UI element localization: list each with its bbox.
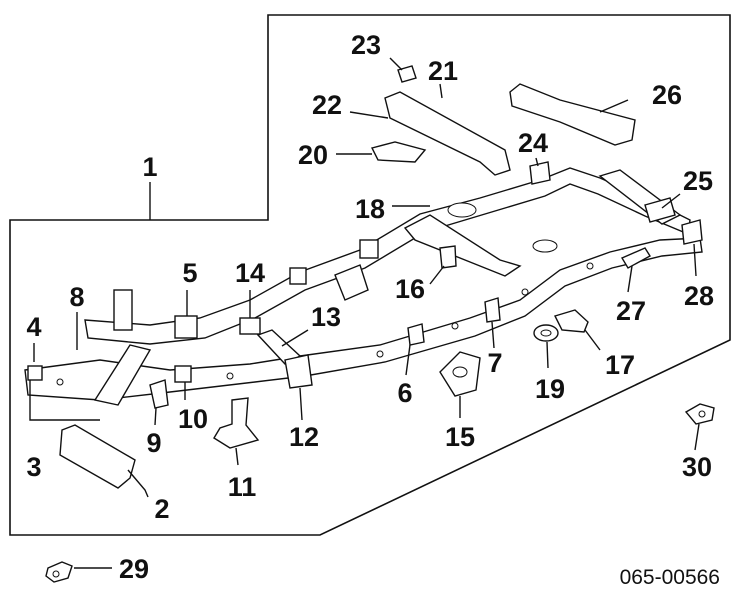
bracket-6 <box>407 323 425 346</box>
clip-23 <box>397 65 417 83</box>
crossmember-13 <box>256 329 302 365</box>
callout-21: 21 <box>428 56 458 86</box>
bracket-28 <box>681 219 703 245</box>
rail-hole <box>586 262 594 270</box>
front-crossmember <box>93 344 152 406</box>
callout-12: 12 <box>289 422 319 452</box>
clip-30-hole <box>698 410 706 418</box>
callout-25: 25 <box>683 166 713 196</box>
callout-17: 17 <box>605 350 635 380</box>
plate-26 <box>509 83 636 146</box>
mount-11 <box>213 397 260 449</box>
bracket-9 <box>149 379 169 409</box>
callout-19: 19 <box>535 374 565 404</box>
bracket-upper-2 <box>359 239 379 259</box>
callout-28: 28 <box>684 281 714 311</box>
clip-29-hole <box>52 570 60 578</box>
callout-1: 1 <box>142 152 157 182</box>
front-bumper-reinforcement <box>59 424 136 489</box>
callout-30: 30 <box>682 452 712 482</box>
mount-15-hole <box>452 366 468 378</box>
leader-lines <box>29 57 700 569</box>
callout-29: 29 <box>119 554 149 584</box>
callout-5: 5 <box>182 258 197 288</box>
bracket-8 <box>113 289 133 331</box>
callout-16: 16 <box>395 274 425 304</box>
bracket-7 <box>484 297 501 323</box>
callout-11: 11 <box>228 472 257 502</box>
callout-26: 26 <box>652 80 682 110</box>
callout-27: 27 <box>616 296 646 326</box>
bracket-24 <box>529 161 551 185</box>
bracket-4 <box>27 365 43 381</box>
callout-7: 7 <box>487 348 502 378</box>
callout-labels: 1 2 3 4 5 6 7 8 9 10 11 12 13 14 15 16 1… <box>26 30 714 584</box>
callout-13: 13 <box>311 302 341 332</box>
bracket-10 <box>174 365 192 383</box>
callout-4: 4 <box>26 312 41 342</box>
rail-hole <box>521 288 529 296</box>
bracket-14 <box>239 317 261 335</box>
reinforcement-21-22 <box>384 91 511 176</box>
bracket-16 <box>439 245 457 269</box>
clip-29 <box>45 561 73 583</box>
bracket-17 <box>554 309 589 333</box>
callout-24: 24 <box>518 128 548 158</box>
crossmember-18-boss <box>447 202 477 218</box>
bracket-20 <box>370 141 427 163</box>
callout-8: 8 <box>69 282 84 312</box>
callout-10: 10 <box>178 404 208 434</box>
bracket-5 <box>174 315 198 339</box>
grommet-19-center <box>540 329 552 337</box>
callout-20: 20 <box>298 140 328 170</box>
crossmember-rear-boss <box>532 239 558 253</box>
bracket-12 <box>284 354 313 389</box>
callout-23: 23 <box>351 30 381 60</box>
drawing-code: 065-00566 <box>620 566 720 589</box>
rail-hole <box>451 322 459 330</box>
callout-9: 9 <box>146 428 161 458</box>
crossmember-18 <box>403 214 522 277</box>
rail-hole <box>56 378 64 386</box>
assembly-boundary <box>9 14 731 536</box>
rail-hole <box>226 372 234 380</box>
callout-2: 2 <box>154 494 169 524</box>
callout-15: 15 <box>445 422 475 452</box>
callout-18: 18 <box>355 194 385 224</box>
bracket-27 <box>620 247 651 269</box>
bracket-upper-1 <box>289 267 307 285</box>
callout-6: 6 <box>397 378 412 408</box>
rail-hole <box>376 350 384 358</box>
callout-22: 22 <box>312 90 342 120</box>
mount-center <box>334 264 369 301</box>
callout-14: 14 <box>235 258 265 288</box>
callout-3: 3 <box>26 452 41 482</box>
